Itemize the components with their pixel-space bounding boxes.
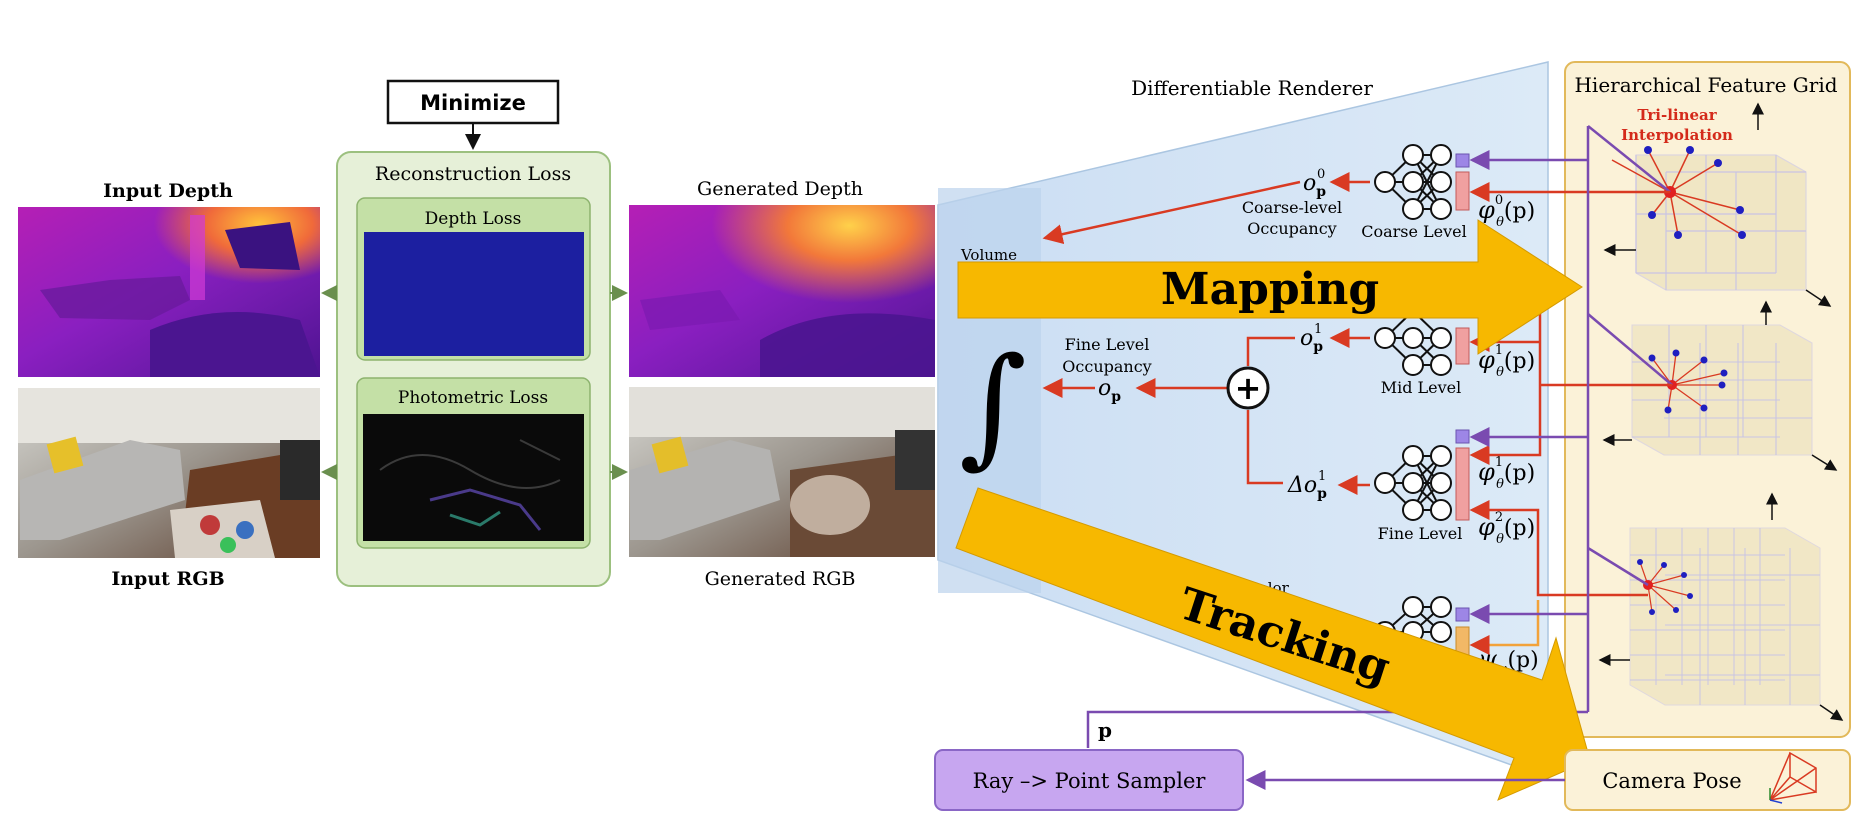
mapping-arrow [957, 219, 1583, 355]
coarse-feature-red [1455, 171, 1470, 211]
trilinear-label-2: Interpolation [1621, 126, 1733, 144]
fine-grid-axes [1598, 492, 1844, 721]
fine-feature-red [1455, 447, 1470, 521]
differentiable-renderer-label: Differentiable Renderer [1131, 76, 1373, 100]
fine-feature-purple [1455, 429, 1470, 444]
ray-sampler-label: Ray –> Point Sampler [973, 769, 1207, 793]
generated-rgb-image [629, 387, 935, 557]
coarse-level-mlp [1374, 144, 1452, 220]
input-rgb-image [18, 388, 320, 558]
mid-grid-axes [1602, 300, 1838, 471]
hierarchical-grid-label: Hierarchical Feature Grid [1574, 73, 1837, 97]
plus-node [1226, 366, 1270, 410]
depth-loss-image [364, 232, 584, 356]
point-symbol: p [1098, 718, 1112, 742]
fine-level-mlp [1374, 445, 1452, 521]
fine-occupancy-label-2: Occupancy [1062, 357, 1151, 376]
generated-depth-image [629, 205, 935, 377]
coarse-feature-purple [1455, 153, 1470, 168]
coarse-occupancy-label-2: Occupancy [1247, 219, 1336, 238]
o-p-symbol: op [1098, 376, 1121, 405]
fine-grid-nodes [1637, 559, 1693, 615]
fine-level-label: Fine Level [1378, 524, 1463, 543]
camera-pose-label: Camera Pose [1602, 769, 1741, 793]
coarse-occupancy-label: Coarse-level [1242, 198, 1342, 217]
input-depth-label: Input Depth [103, 180, 233, 202]
plus-symbol: + [1235, 369, 1262, 407]
fine-occupancy-label: Fine Level [1065, 335, 1150, 354]
delta-o-symbol: Δop1 [1287, 469, 1327, 502]
reconstruction-loss-label: Reconstruction Loss [375, 163, 571, 185]
coarse-grid-axes [1603, 102, 1832, 307]
photometric-loss-image [363, 414, 584, 541]
trilinear-label: Tri-linear [1637, 106, 1717, 124]
coarse-trilinear-lines [1611, 149, 1743, 236]
input-rgb-label: Input RGB [111, 568, 224, 590]
o-p1-symbol: op1 [1300, 322, 1323, 355]
generated-depth-label: Generated Depth [697, 178, 863, 200]
fine-grid-cube [1629, 527, 1821, 706]
input-depth-image [18, 207, 320, 377]
mapping-label: Mapping [1161, 264, 1379, 315]
o-p0-symbol: op0 [1303, 167, 1326, 200]
minimize-box [386, 79, 560, 125]
color-feature-purple [1455, 607, 1470, 622]
mid-level-label: Mid Level [1381, 378, 1462, 397]
photometric-loss-label: Photometric Loss [398, 388, 548, 408]
integral-symbol: ∫ [959, 329, 1027, 481]
coarse-level-label: Coarse Level [1361, 222, 1467, 241]
ray-sampler-box [934, 749, 1244, 811]
mid-feature-red [1455, 327, 1470, 365]
volume-label: Volume [960, 246, 1017, 264]
camera-frustum-icon [1769, 751, 1817, 804]
generated-rgb-label: Generated RGB [705, 568, 856, 590]
mid-grid-nodes [1648, 349, 1728, 414]
minimize-label: Minimize [420, 91, 526, 115]
mid-grid-cube [1631, 324, 1813, 456]
depth-loss-label: Depth Loss [425, 209, 522, 229]
